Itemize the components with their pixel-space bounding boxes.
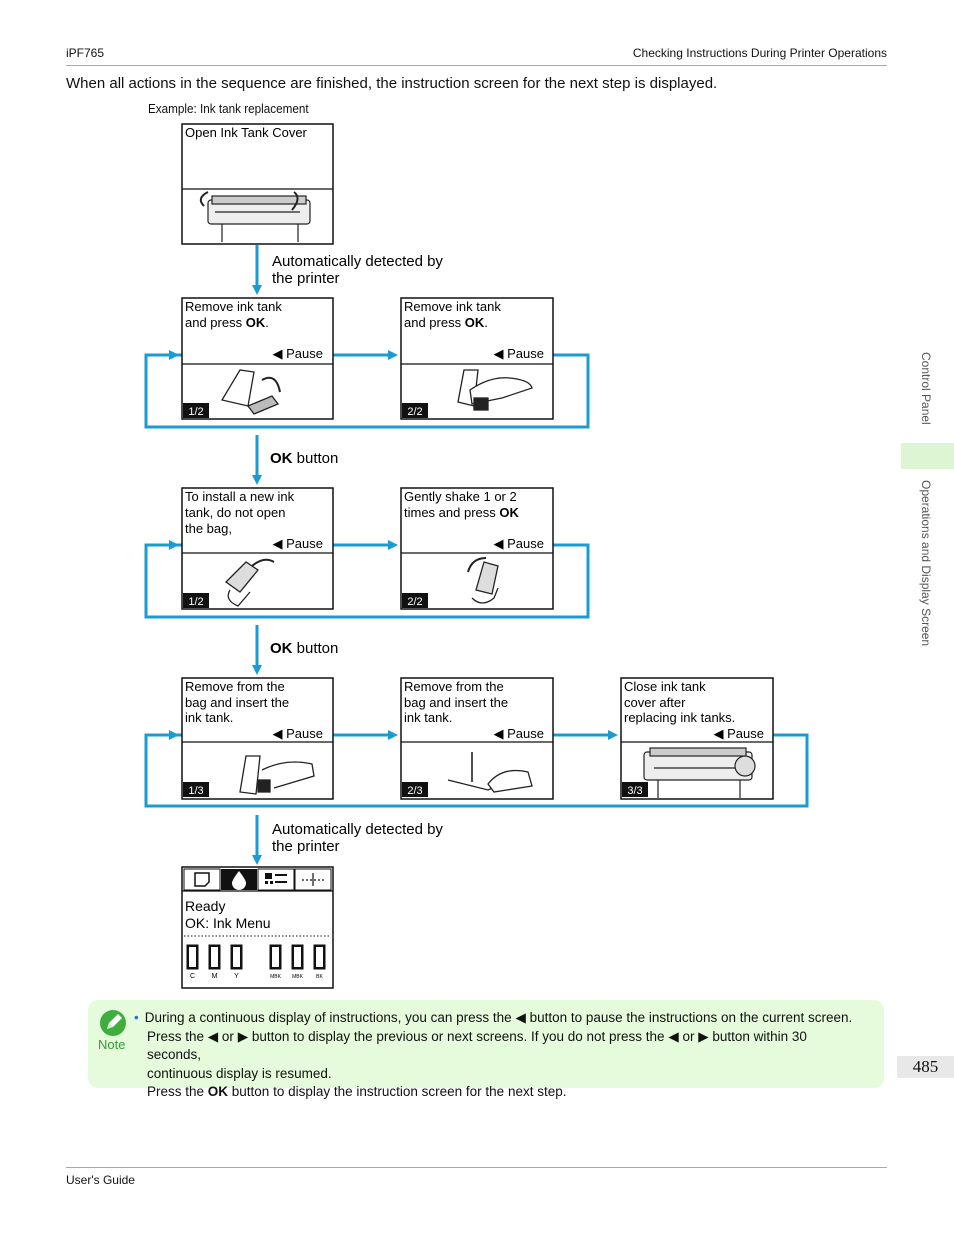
screen-shake-tank: Gently shake 1 or 2 times and press OK ◀… [400, 487, 554, 610]
ink-color-label: Y [234, 973, 239, 980]
left-arrow-icon: ◀ [207, 1028, 219, 1044]
svg-text:replacing ink tanks.: replacing ink tanks. [624, 710, 735, 725]
ink-color-label: MBK [270, 974, 282, 980]
ink-replacement-flow-diagram: Open Ink Tank Cover Automatically detect… [144, 123, 809, 989]
note-text: •During a continuous display of instruct… [134, 1010, 853, 1099]
svg-text:the printer: the printer [272, 838, 340, 855]
svg-text:OK: Ink Menu: OK: Ink Menu [185, 915, 271, 931]
screen-close-cover: Close ink tank cover after replacing ink… [620, 677, 774, 800]
screen-open-cover: Open Ink Tank Cover [181, 123, 334, 245]
page-indicator: 1/2 [188, 406, 203, 418]
printer-illustration [199, 191, 311, 242]
settings-icon [265, 873, 287, 884]
footer-divider [66, 1167, 887, 1168]
sidebar-section-operations[interactable]: Operations and Display Screen [919, 480, 933, 647]
svg-text:1/3: 1/3 [188, 785, 203, 797]
right-arrow-icon: ▶ [237, 1028, 249, 1044]
screen-install-new-tank: To install a new ink tank, do not open t… [181, 487, 334, 610]
right-arrow-icon: ▶ [698, 1028, 709, 1044]
footer-text: User's Guide [66, 1173, 135, 1187]
ink-tank-illustration [220, 369, 281, 415]
svg-text:and press OK.: and press OK. [404, 315, 488, 330]
ink-color-label: MBK [292, 974, 304, 980]
note-label: Note [98, 1037, 126, 1052]
svg-text:Automatically detected by: Automatically detected by [272, 821, 443, 838]
pencil-note-icon [100, 1010, 126, 1036]
svg-text:bag and insert the: bag and insert the [404, 695, 508, 710]
svg-text:1/2: 1/2 [188, 596, 203, 608]
svg-text:Remove ink tank: Remove ink tank [185, 299, 282, 314]
left-arrow-icon: ◀ [515, 1010, 526, 1025]
ink-level-bars: C M Y MBK MBK BK [186, 944, 326, 980]
left-arrow-icon: ◀ [668, 1028, 679, 1044]
pause-label: ◀ Pause [494, 346, 544, 361]
sidebar-active-band [901, 443, 954, 469]
svg-text:the bag,: the bag, [185, 521, 232, 536]
screen-insert-tank-1: Remove from the bag and insert the ink t… [181, 677, 334, 800]
ink-level-bar-inner [211, 947, 218, 967]
svg-text:◀ Pause: ◀ Pause [494, 536, 544, 551]
ink-level-bar-inner [294, 947, 301, 967]
svg-text:OK button: OK button [270, 450, 338, 467]
svg-text:tank, do not open: tank, do not open [185, 505, 285, 520]
ink-level-bar-inner [189, 947, 196, 967]
example-caption: Example: Ink tank replacement [148, 101, 309, 116]
svg-text:ink tank.: ink tank. [404, 710, 452, 725]
svg-text:To install a new ink: To install a new ink [185, 489, 295, 504]
paper-icon [194, 872, 210, 887]
svg-text:Gently shake 1 or 2: Gently shake 1 or 2 [404, 489, 517, 504]
svg-text:ink tank.: ink tank. [185, 710, 233, 725]
svg-text:and press OK.: and press OK. [185, 315, 269, 330]
svg-text:OK button: OK button [270, 640, 338, 657]
screen-remove-tank-1: Remove ink tank and press OK. ◀ Pause 1/… [181, 297, 334, 420]
page-indicator: 2/2 [407, 406, 422, 418]
adjust-icon [302, 873, 325, 886]
svg-text:bag and insert the: bag and insert the [185, 695, 289, 710]
svg-text:2/2: 2/2 [407, 596, 422, 608]
screen-insert-tank-2: Remove from the bag and insert the ink t… [400, 677, 554, 800]
screen-remove-tank-2: Remove ink tank and press OK. ◀ Pause 2/… [400, 297, 554, 420]
ink-drop-icon [232, 871, 246, 890]
svg-text:Ready: Ready [185, 898, 225, 914]
ink-color-label: M [212, 973, 218, 980]
header-product: iPF765 [66, 46, 105, 60]
pause-label: ◀ Pause [273, 346, 323, 361]
svg-text:Remove from the: Remove from the [404, 679, 504, 694]
svg-text:◀ Pause: ◀ Pause [714, 726, 764, 741]
page-number: 485 [897, 1056, 954, 1078]
screen-text: Open Ink Tank Cover [185, 125, 308, 140]
svg-text:cover after: cover after [624, 695, 686, 710]
ink-level-bar-inner [316, 947, 323, 967]
header-section-title: Checking Instructions During Printer Ope… [632, 46, 887, 60]
ink-color-label: C [190, 973, 195, 980]
ink-color-label: BK [316, 974, 323, 980]
sidebar-section-control-panel[interactable]: Control Panel [919, 352, 933, 425]
svg-text:2/3: 2/3 [407, 785, 422, 797]
svg-text:times and press OK: times and press OK [404, 505, 519, 520]
svg-text:3/3: 3/3 [627, 785, 642, 797]
ink-level-bar-inner [233, 947, 240, 967]
svg-text:◀ Pause: ◀ Pause [273, 726, 323, 741]
svg-text:Remove from the: Remove from the [185, 679, 285, 694]
hand-illustration [457, 369, 533, 411]
svg-text:◀ Pause: ◀ Pause [494, 726, 544, 741]
screen-ready: Ready OK: Ink Menu C M Y MBK MBK BK [181, 866, 334, 989]
svg-text:Remove ink tank: Remove ink tank [404, 299, 501, 314]
auto-detect-label: Automatically detected by [272, 253, 443, 270]
svg-text:Close ink tank: Close ink tank [624, 679, 706, 694]
note-box: Note •During a continuous display of ins… [88, 1000, 884, 1099]
svg-text:◀ Pause: ◀ Pause [273, 536, 323, 551]
auto-detect-label: the printer [272, 270, 340, 287]
ink-level-bar-inner [272, 947, 279, 967]
header-divider [66, 65, 887, 66]
intro-paragraph: When all actions in the sequence are fin… [66, 75, 718, 92]
bullet-icon: • [134, 1010, 139, 1025]
